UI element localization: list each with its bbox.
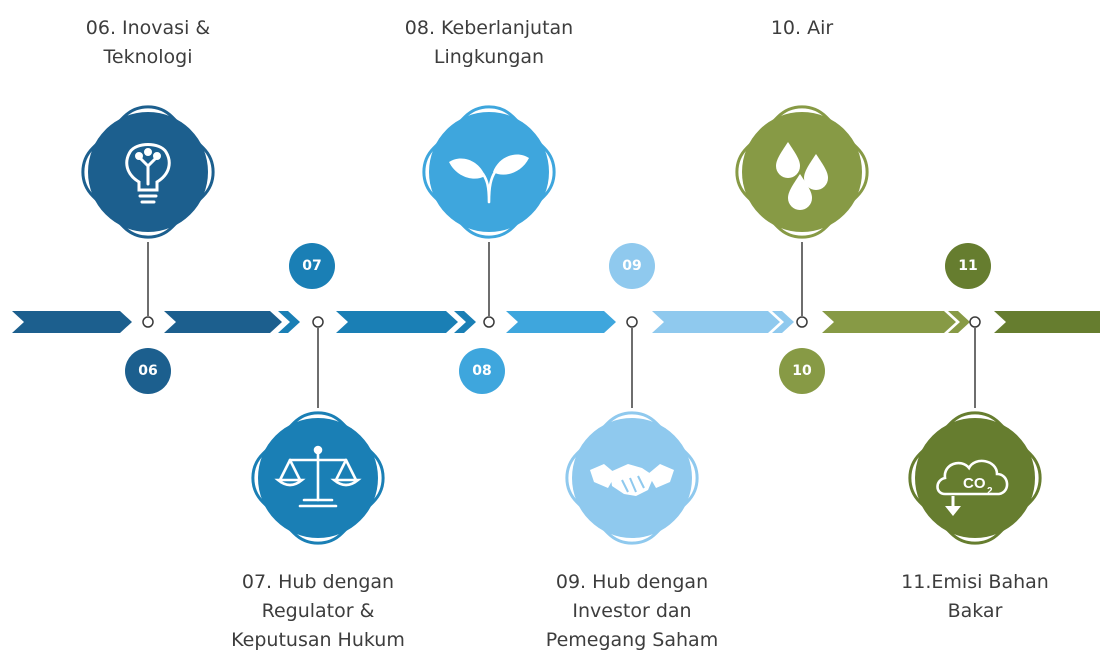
label-08-line-2: Lingkungan — [433, 46, 545, 68]
label-06-line-1: 06. Inovasi & — [85, 17, 211, 39]
arrow-segment-09b — [772, 311, 794, 333]
label-09: 09. Hub dengan Investor dan Pemegang Sah… — [546, 568, 718, 655]
arrow-segment-10b — [948, 311, 970, 333]
connector-lines — [147, 242, 976, 408]
arrow-segment-07b — [336, 311, 458, 333]
label-07-line-1: 07. Hub dengan — [241, 571, 395, 593]
arrow-segment-08a — [506, 311, 616, 333]
label-06: 06. Inovasi & Teknologi — [86, 14, 210, 72]
icon-tile-11: CO 2 — [908, 411, 1042, 545]
icon-tile-09 — [565, 411, 699, 545]
scales-icon — [274, 445, 362, 508]
label-11: 11.Emisi Bahan Bakar — [901, 568, 1049, 626]
icon-tile-10 — [735, 105, 869, 239]
dot-07 — [312, 316, 324, 328]
dot-09 — [626, 316, 638, 328]
label-07-line-3: Keputusan Hukum — [231, 629, 405, 651]
co2-icon: CO 2 — [936, 459, 1009, 516]
dot-08 — [483, 316, 495, 328]
badge-08: 08 — [459, 348, 505, 394]
arrow-segment-07c — [454, 311, 476, 333]
badge-06: 06 — [125, 348, 171, 394]
icon-tile-08 — [422, 105, 556, 239]
label-07-line-2: Regulator & — [261, 600, 375, 622]
label-09-line-3: Pemegang Saham — [545, 629, 719, 651]
icon-tile-06 — [81, 105, 215, 239]
arrow-segment-07a — [278, 311, 300, 333]
badge-10: 10 — [779, 348, 825, 394]
label-11-line-1: 11.Emisi Bahan — [901, 571, 1049, 593]
timeline-dots — [142, 316, 981, 328]
label-08-line-1: 08. Keberlanjutan — [404, 17, 574, 39]
label-07: 07. Hub dengan Regulator & Keputusan Huk… — [231, 568, 405, 655]
arrow-segment-10a — [822, 311, 956, 333]
label-10: 10. Air — [771, 14, 833, 43]
arrow-band — [12, 311, 1100, 333]
dot-11 — [969, 316, 981, 328]
dot-10 — [796, 316, 808, 328]
water-drops-icon — [776, 142, 828, 210]
badge-07: 07 — [289, 243, 335, 289]
leaf-icon — [449, 154, 529, 204]
arrow-segment-06a — [12, 311, 132, 333]
label-09-line-2: Investor dan — [572, 600, 692, 622]
icon-tile-07 — [251, 411, 385, 545]
badge-09: 09 — [609, 243, 655, 289]
lightbulb-icon — [125, 143, 171, 204]
badge-11: 11 — [945, 243, 991, 289]
label-08: 08. Keberlanjutan Lingkungan — [405, 14, 573, 72]
label-11-line-2: Bakar — [947, 600, 1003, 622]
label-06-line-2: Teknologi — [103, 46, 193, 68]
co2-subscript: 2 — [987, 486, 993, 497]
arrow-segment-06b — [164, 311, 282, 333]
handshake-icon — [590, 464, 674, 496]
arrow-segment-09a — [652, 311, 780, 333]
label-09-line-1: 09. Hub dengan — [555, 571, 709, 593]
co2-text: CO — [963, 475, 986, 492]
label-10-line-1: 10. Air — [770, 17, 834, 39]
arrow-segment-11a — [994, 311, 1100, 333]
dot-06 — [142, 316, 154, 328]
